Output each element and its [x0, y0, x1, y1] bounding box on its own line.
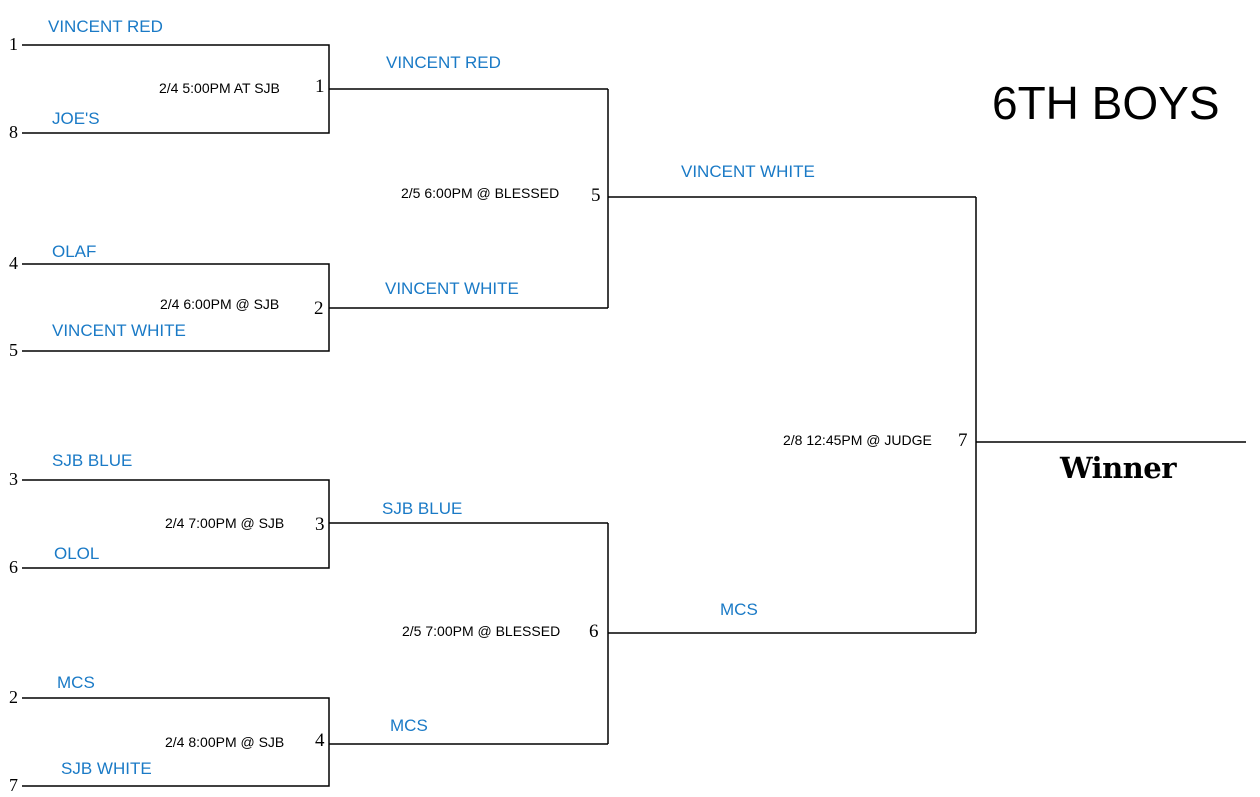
round1-team: OLOL: [54, 544, 100, 563]
seed-number: 4: [9, 253, 18, 273]
game-6-schedule: 2/5 7:00PM @ BLESSED: [402, 623, 561, 639]
round1-team: VINCENT RED: [48, 17, 163, 36]
round3-team: MCS: [720, 600, 758, 619]
round1-team: OLAF: [52, 242, 97, 261]
game-2-bracket-line: [22, 263, 608, 352]
game-2-number: 2: [314, 298, 324, 319]
game-5-number: 5: [591, 185, 601, 206]
seed-number: 1: [9, 34, 18, 54]
round1-team: VINCENT WHITE: [52, 321, 186, 340]
seed-number: 2: [9, 687, 18, 707]
round2-team: MCS: [390, 716, 428, 735]
game-4-bracket-line: [22, 697, 608, 787]
round2-team: VINCENT WHITE: [385, 279, 519, 298]
round1-team: JOE'S: [52, 109, 100, 128]
game-4-number: 4: [315, 730, 325, 751]
game-6-bracket-line: [607, 523, 976, 744]
seed-number: 6: [9, 557, 18, 577]
game-4-schedule: 2/4 8:00PM @ SJB: [165, 734, 285, 750]
winner-label: Winner: [1060, 451, 1176, 485]
game-2-schedule: 2/4 6:00PM @ SJB: [160, 296, 280, 312]
game-3-schedule: 2/4 7:00PM @ SJB: [165, 515, 285, 531]
game-7-bracket-line: [975, 197, 1246, 633]
round1-team: SJB BLUE: [52, 451, 133, 470]
round1-team: SJB WHITE: [61, 759, 152, 778]
seed-number: 3: [9, 469, 18, 489]
game-3-number: 3: [315, 514, 325, 535]
game-7-schedule: 2/8 12:45PM @ JUDGE: [783, 432, 932, 448]
round1-team: MCS: [57, 673, 95, 692]
game-7-number: 7: [958, 430, 968, 451]
game-6-number: 6: [589, 621, 599, 642]
bracket-title: 6TH BOYS: [992, 77, 1220, 129]
round2-team: SJB BLUE: [382, 499, 463, 518]
game-1-schedule: 2/4 5:00PM AT SJB: [159, 80, 280, 96]
game-1-bracket-line: [22, 44, 608, 134]
game-1-number: 1: [315, 76, 325, 97]
seed-number: 8: [9, 122, 18, 142]
seed-number: 5: [9, 340, 18, 360]
game-5-bracket-line: [607, 89, 976, 308]
game-3-bracket-line: [22, 479, 608, 569]
round3-team: VINCENT WHITE: [681, 162, 815, 181]
seed-number: 7: [9, 775, 18, 795]
round2-team: VINCENT RED: [386, 53, 501, 72]
game-5-schedule: 2/5 6:00PM @ BLESSED: [401, 185, 560, 201]
